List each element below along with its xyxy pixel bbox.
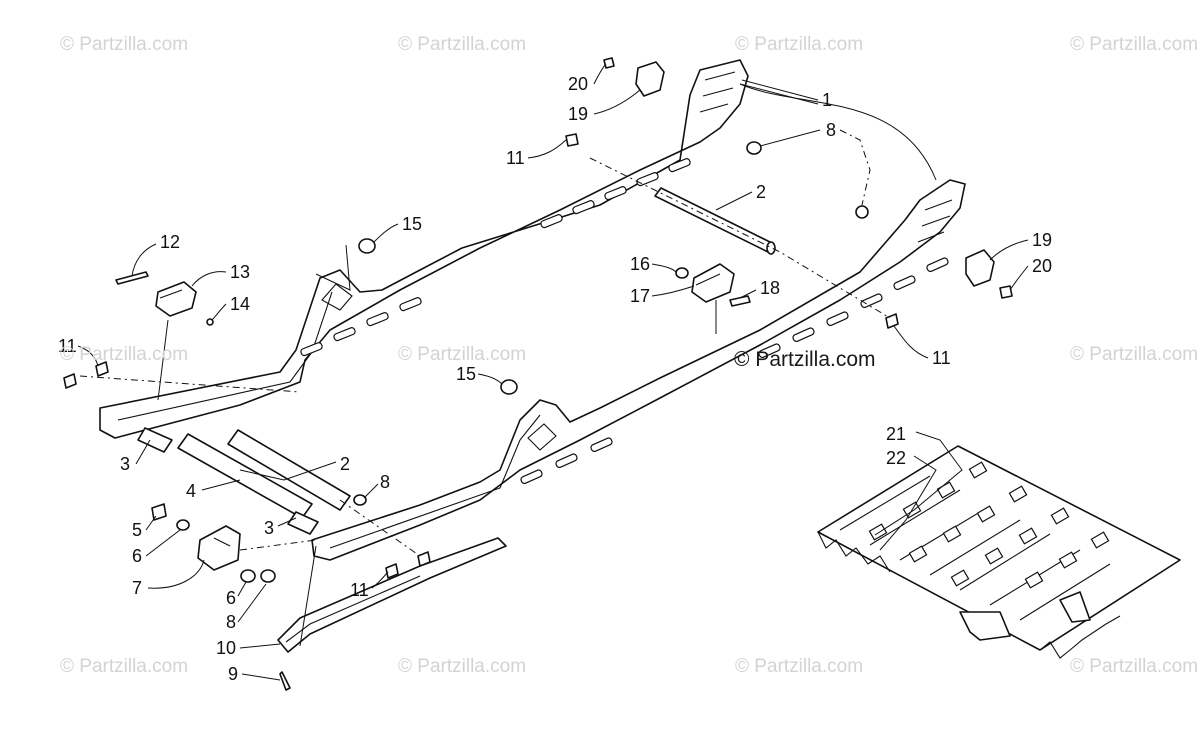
svg-text:15: 15 bbox=[402, 214, 422, 234]
watermark: © Partzilla.com bbox=[398, 34, 527, 55]
callout-11-right: 11 bbox=[893, 325, 951, 368]
svg-text:21: 21 bbox=[886, 424, 906, 444]
callout-22: 22 bbox=[886, 448, 906, 468]
watermark: © Partzilla.com bbox=[398, 344, 527, 365]
callout-11-left: 11 bbox=[58, 336, 99, 367]
callout-2-rear: 2 bbox=[715, 182, 766, 211]
front-cross-shaft bbox=[177, 429, 351, 519]
track-section bbox=[817, 445, 1181, 659]
svg-text:18: 18 bbox=[760, 278, 780, 298]
callout-21: 21 bbox=[886, 424, 906, 444]
svg-text:8: 8 bbox=[826, 120, 836, 140]
callout-4: 4 bbox=[186, 479, 241, 501]
callout-8-front: 8 bbox=[363, 472, 390, 499]
callout-3-mid: 3 bbox=[264, 517, 297, 538]
svg-text:10: 10 bbox=[216, 638, 236, 658]
callout-17: 17 bbox=[630, 285, 695, 306]
callouts: 1 2 2 3 3 4 5 6 6 7 8 8 8 9 10 11 11 11 … bbox=[58, 63, 1052, 684]
watermark: © Partzilla.com bbox=[1070, 656, 1199, 677]
watermark: © Partzilla.com bbox=[398, 656, 527, 677]
watermark: © Partzilla.com bbox=[60, 656, 189, 677]
track-clips bbox=[868, 461, 1110, 589]
callout-7: 7 bbox=[132, 559, 205, 598]
svg-text:22: 22 bbox=[886, 448, 906, 468]
svg-text:12: 12 bbox=[160, 232, 180, 252]
svg-text:2: 2 bbox=[756, 182, 766, 202]
spacer-tubes bbox=[137, 427, 319, 535]
callout-19-top: 19 bbox=[568, 89, 641, 124]
svg-text:11: 11 bbox=[350, 580, 369, 600]
callout-1: 1 bbox=[741, 79, 832, 110]
hardware bbox=[63, 57, 1013, 691]
svg-text:20: 20 bbox=[568, 74, 588, 94]
front-bumper bbox=[155, 281, 197, 317]
callout-6-lower: 6 bbox=[226, 581, 247, 608]
callout-6-upper: 6 bbox=[132, 529, 181, 566]
rear-bumper bbox=[691, 263, 735, 303]
leader-lines bbox=[79, 83, 963, 647]
watermark: © Partzilla.com bbox=[60, 344, 189, 365]
callout-12: 12 bbox=[131, 232, 180, 277]
svg-text:7: 7 bbox=[132, 578, 142, 598]
svg-text:13: 13 bbox=[230, 262, 250, 282]
callout-15-mid: 15 bbox=[456, 364, 503, 385]
svg-text:11: 11 bbox=[932, 348, 951, 368]
svg-text:6: 6 bbox=[226, 588, 236, 608]
watermark-center: © Partzilla.com bbox=[734, 348, 876, 371]
svg-text:19: 19 bbox=[1032, 230, 1052, 250]
left-rail-slots bbox=[300, 158, 691, 357]
svg-text:4: 4 bbox=[186, 481, 196, 501]
svg-text:3: 3 bbox=[264, 518, 274, 538]
left-slide-rail bbox=[99, 59, 749, 439]
watermark: © Partzilla.com bbox=[735, 34, 864, 55]
svg-text:6: 6 bbox=[132, 546, 142, 566]
callout-13: 13 bbox=[191, 262, 250, 287]
svg-text:11: 11 bbox=[58, 336, 77, 356]
svg-text:14: 14 bbox=[230, 294, 250, 314]
watermark: © Partzilla.com bbox=[1070, 34, 1199, 55]
svg-text:11: 11 bbox=[506, 148, 525, 168]
callout-20-top: 20 bbox=[568, 63, 607, 94]
callout-9: 9 bbox=[228, 664, 281, 684]
svg-text:9: 9 bbox=[228, 664, 238, 684]
svg-text:8: 8 bbox=[226, 612, 236, 632]
callout-18: 18 bbox=[739, 278, 780, 299]
right-slide-rail bbox=[311, 179, 966, 561]
watermark: © Partzilla.com bbox=[735, 656, 864, 677]
svg-text:16: 16 bbox=[630, 254, 650, 274]
svg-text:5: 5 bbox=[132, 520, 142, 540]
svg-text:20: 20 bbox=[1032, 256, 1052, 276]
svg-text:15: 15 bbox=[456, 364, 476, 384]
hyfax-slider bbox=[277, 537, 507, 653]
watermark: © Partzilla.com bbox=[60, 34, 189, 55]
callout-20-right: 20 bbox=[1009, 256, 1052, 291]
callout-10: 10 bbox=[216, 638, 281, 658]
svg-text:8: 8 bbox=[380, 472, 390, 492]
callout-11-top: 11 bbox=[506, 139, 567, 168]
callout-19-right: 19 bbox=[989, 230, 1052, 261]
callout-8-lower: 8 bbox=[226, 583, 267, 632]
callout-14: 14 bbox=[211, 294, 250, 321]
svg-text:2: 2 bbox=[340, 454, 350, 474]
svg-text:1: 1 bbox=[822, 90, 832, 110]
svg-text:3: 3 bbox=[120, 454, 130, 474]
callout-2-front: 2 bbox=[239, 454, 350, 481]
callout-11-bottom: 11 bbox=[350, 571, 389, 600]
watermark: © Partzilla.com bbox=[1070, 344, 1199, 365]
front-guide-block bbox=[197, 525, 241, 571]
right-rail-slots bbox=[520, 257, 949, 485]
callout-5: 5 bbox=[132, 515, 157, 540]
callout-15-top: 15 bbox=[373, 214, 422, 243]
svg-text:19: 19 bbox=[568, 104, 588, 124]
callout-8-rear: 8 bbox=[759, 120, 836, 147]
callout-3-front: 3 bbox=[120, 439, 151, 474]
callout-16: 16 bbox=[630, 254, 677, 274]
svg-text:17: 17 bbox=[630, 286, 650, 306]
